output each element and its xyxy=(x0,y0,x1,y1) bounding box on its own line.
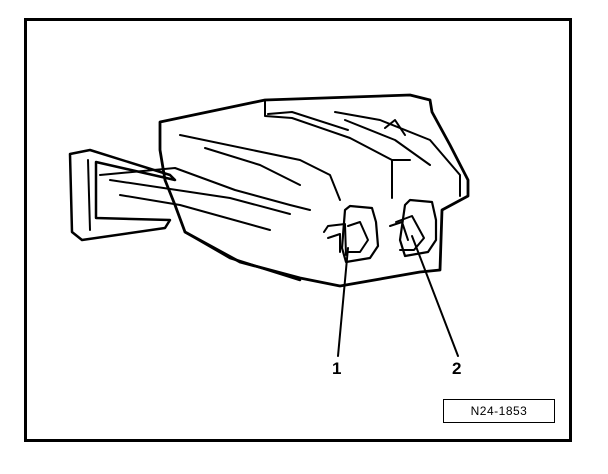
terminal-cavity-2 xyxy=(389,198,438,258)
leader-line-2 xyxy=(411,235,459,357)
callout-label-2: 2 xyxy=(452,359,462,378)
terminal-cavity-1 xyxy=(323,204,380,264)
callout-label-1: 1 xyxy=(332,359,342,378)
reference-code: N24-1853 xyxy=(443,399,555,423)
figure-frame xyxy=(24,18,572,442)
leader-line-1 xyxy=(337,247,349,357)
connector-housing xyxy=(99,93,470,288)
left-rail xyxy=(68,148,177,242)
